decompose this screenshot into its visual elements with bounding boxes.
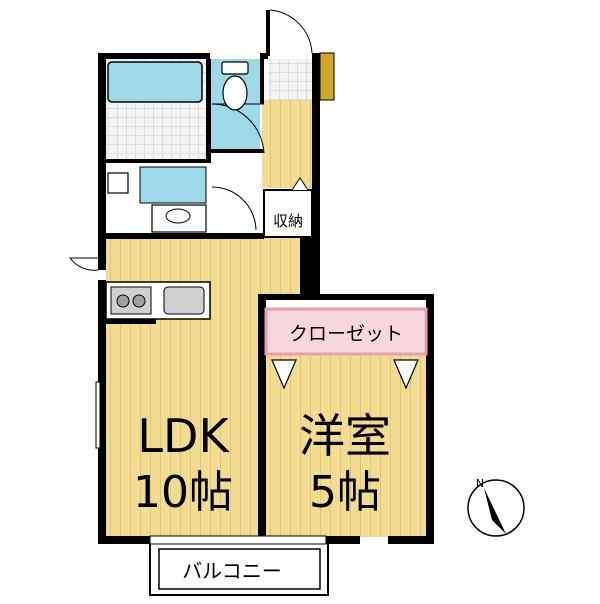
kitchen-counter	[105, 281, 211, 324]
entrance-door	[266, 9, 313, 56]
western-room-name: 洋室	[299, 409, 391, 463]
entrance-tile	[268, 59, 312, 100]
ldk-window	[95, 381, 101, 449]
western-room-size: 5帖	[309, 467, 381, 518]
toilet	[221, 61, 249, 111]
western-room-door	[260, 360, 262, 520]
balcony-window	[149, 535, 327, 545]
balcony-label: バルコニー	[182, 559, 282, 583]
closet: クローゼット	[264, 307, 428, 356]
hallway-floor	[262, 100, 312, 188]
compass-icon: N	[467, 477, 525, 537]
entrance-step	[319, 52, 335, 101]
compass-north-label: N	[476, 477, 484, 490]
storage: 収納	[263, 189, 313, 238]
western-room-floor	[266, 352, 426, 537]
washing-machine-pan	[139, 166, 207, 204]
closet-door-markers	[271, 359, 419, 390]
ldk-room-size: 10帖	[133, 467, 233, 518]
storage-label: 収納	[273, 212, 303, 230]
ldk-extension-floor	[262, 238, 300, 300]
washroom-door	[211, 186, 257, 231]
balcony: バルコニー	[149, 542, 329, 596]
storage-door-marker	[291, 177, 309, 191]
kitchen-sink	[163, 286, 205, 315]
ldk-room-name: LDK	[137, 409, 230, 463]
ldk-entry-door	[69, 257, 99, 271]
bathtub	[107, 61, 203, 103]
toilet-door	[211, 103, 265, 154]
closet-label: クローゼット	[289, 323, 403, 345]
washbasin	[107, 172, 207, 233]
